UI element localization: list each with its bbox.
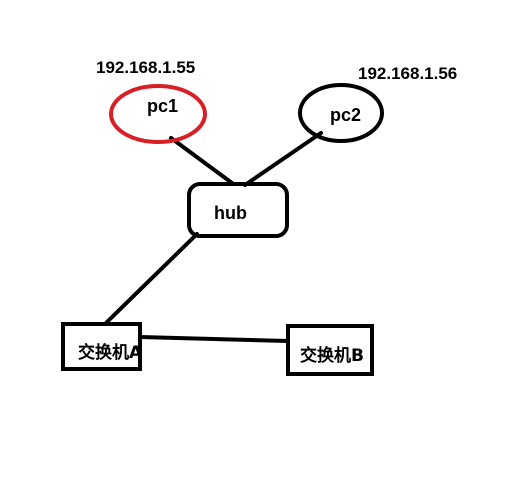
switch-b-node: 交换机B	[286, 324, 374, 376]
pc2-node: pc2	[298, 83, 384, 143]
pc1-ellipse	[109, 84, 207, 144]
link-switch-a-switch-b	[138, 335, 290, 343]
hub-node: hub	[187, 182, 289, 238]
switch-a-label: 交换机A	[78, 342, 143, 363]
pc1-ip-label: 192.168.1.55	[96, 58, 195, 77]
link-pc2-hub	[243, 131, 323, 187]
pc2-ellipse	[298, 83, 384, 143]
switch-a-node: 交换机A	[61, 322, 143, 371]
pc2-ip-label: 192.168.1.56	[358, 64, 457, 83]
pc1-label: pc1	[147, 96, 178, 116]
link-hub-switch-a	[104, 232, 199, 325]
hub-box	[187, 182, 289, 238]
pc1-node: pc1	[109, 84, 207, 144]
hub-label: hub	[214, 203, 247, 223]
link-pc1-hub	[169, 136, 234, 185]
switch-a-box	[61, 322, 142, 371]
switch-b-box	[286, 324, 374, 376]
pc2-label: pc2	[330, 105, 361, 125]
switch-b-label: 交换机B	[300, 345, 364, 366]
